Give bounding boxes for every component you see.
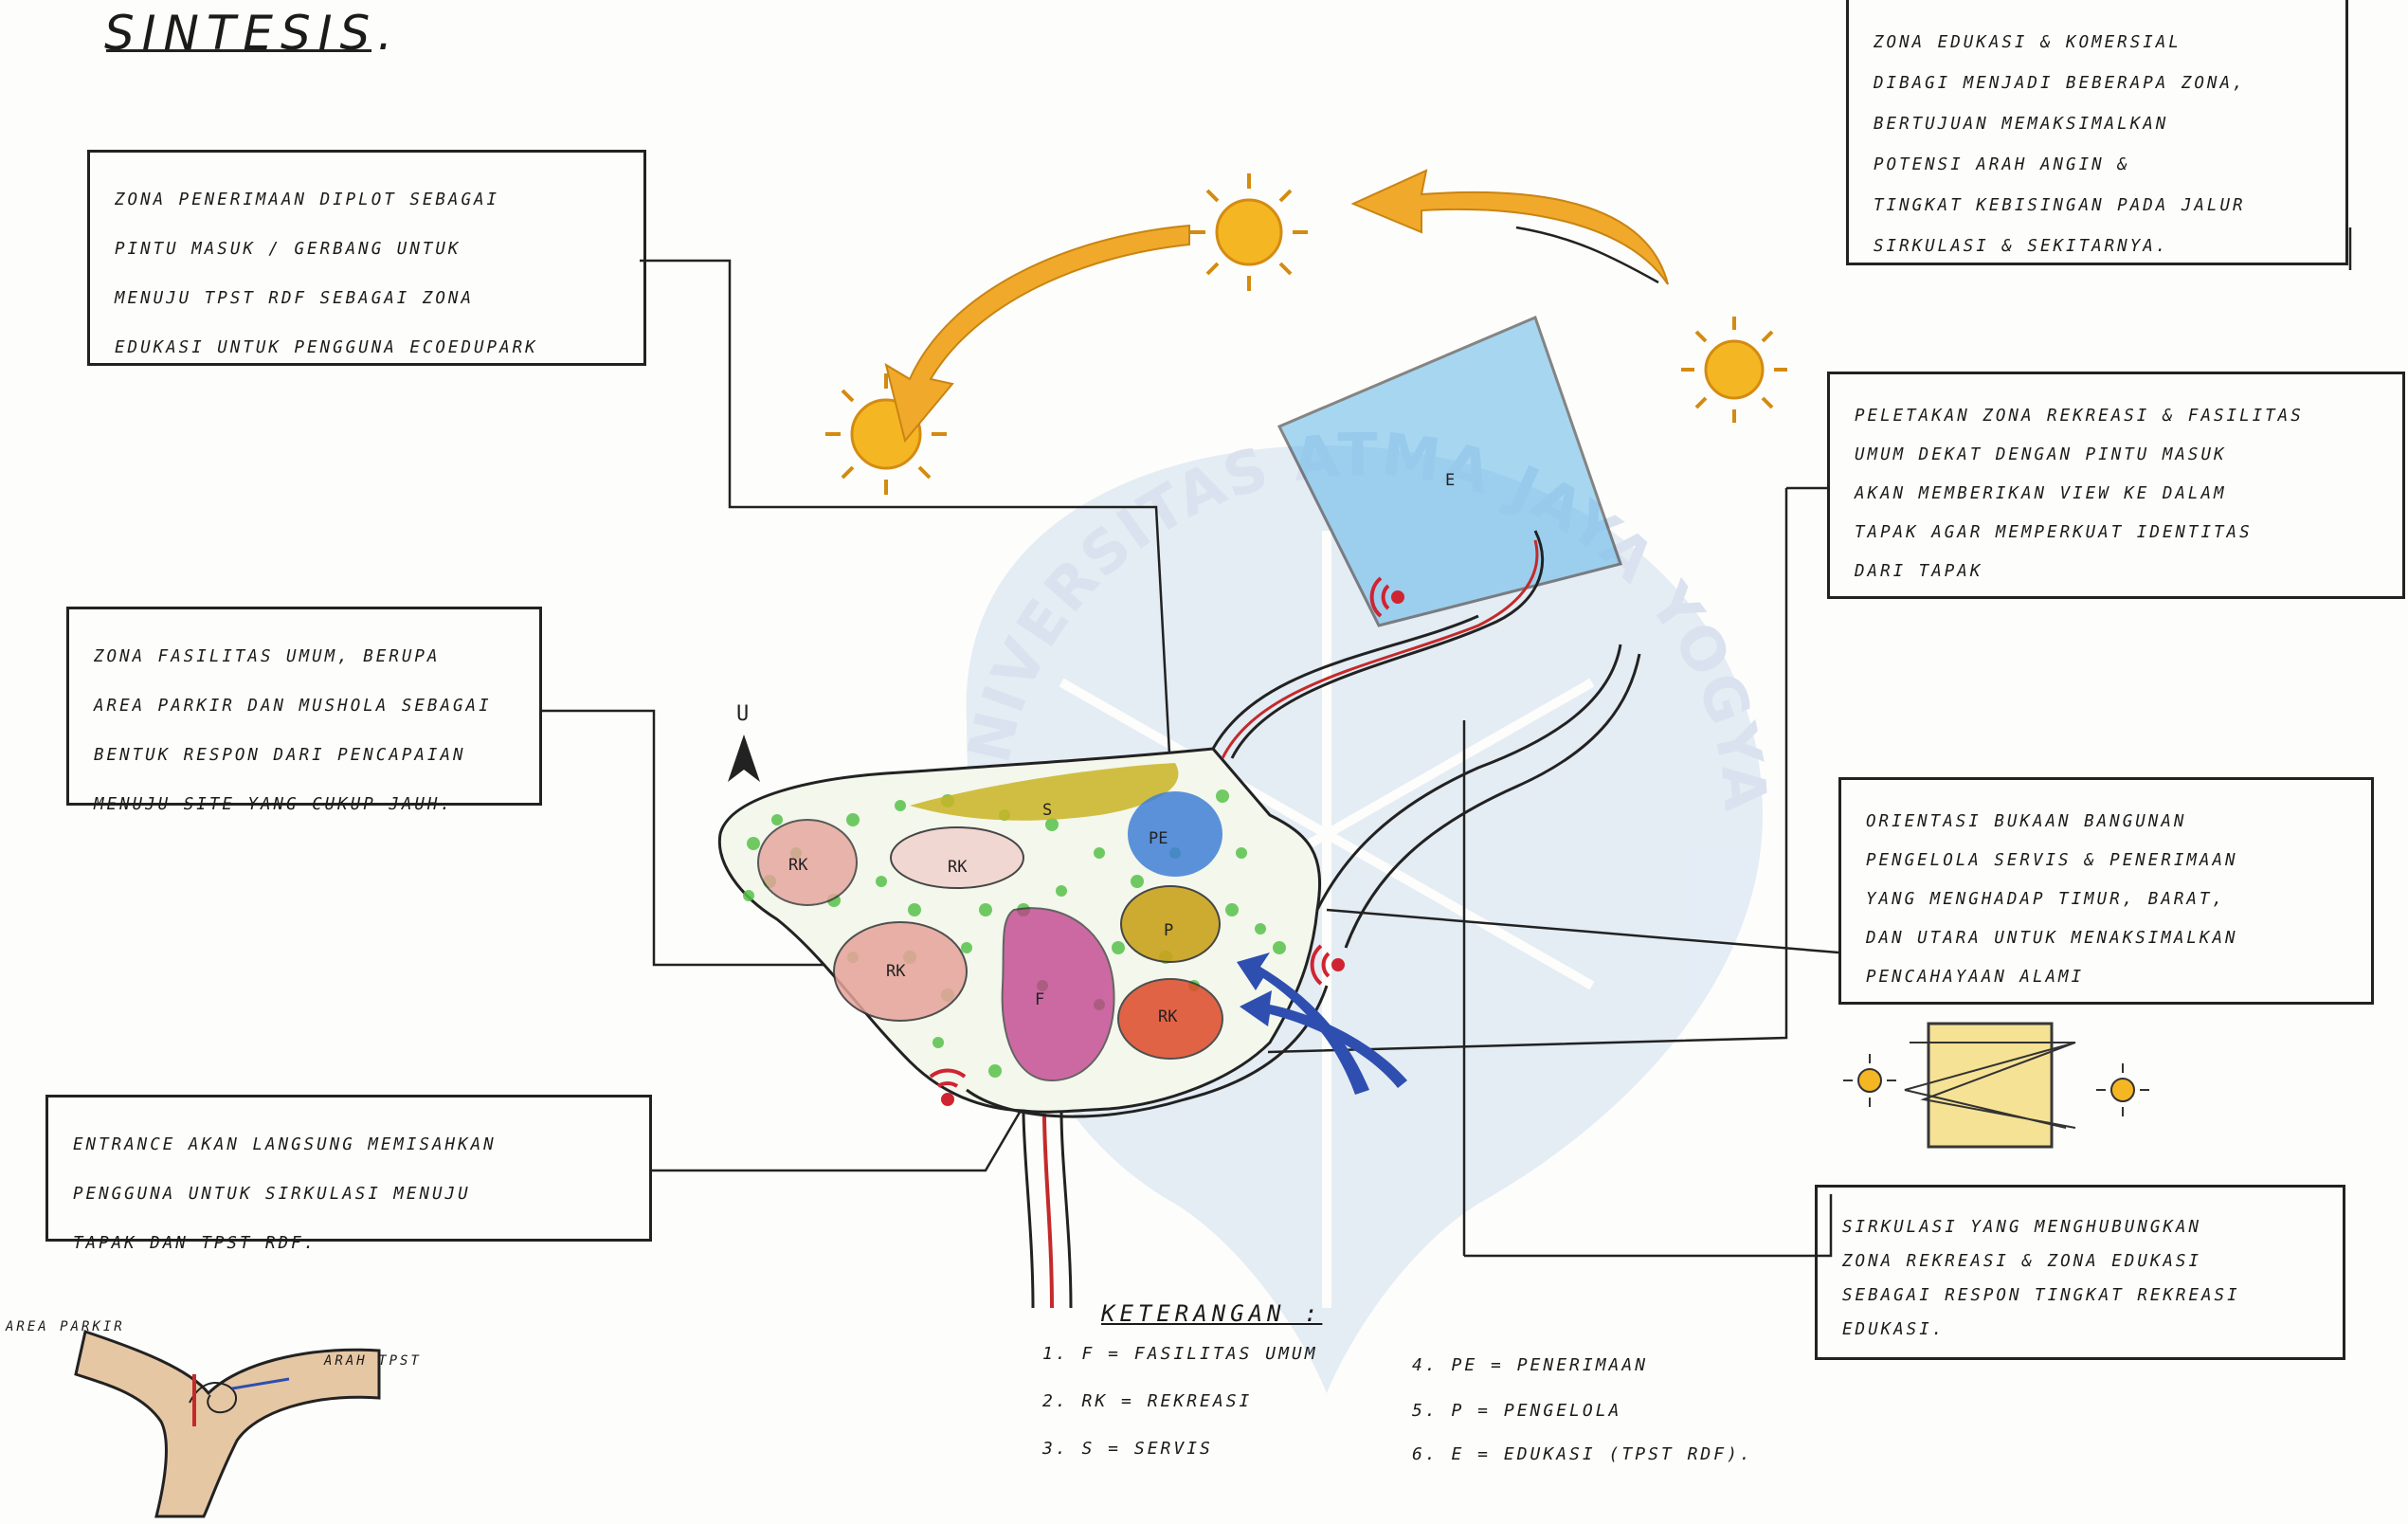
note-placement: PELETAKAN ZONA REKREASI & FASILITAS UMUM… bbox=[1827, 372, 2405, 599]
sun-path-arrow-left bbox=[884, 224, 1190, 444]
zone-label-rk2: RK bbox=[948, 858, 968, 877]
sun-small-left-icon bbox=[1843, 1054, 1896, 1107]
legend-item: 4. PE = PENERIMAAN bbox=[1412, 1355, 1649, 1375]
zone-f bbox=[1001, 907, 1115, 1082]
legend-item: 1. F = FASILITAS UMUM bbox=[1042, 1344, 1318, 1364]
zone-label-pe: PE bbox=[1149, 829, 1168, 848]
noise-icon bbox=[1369, 576, 1404, 618]
zone-label-p: P bbox=[1164, 921, 1173, 940]
entrance-red-line bbox=[1042, 1113, 1054, 1309]
legend-item: 2. RK = REKREASI bbox=[1042, 1391, 1253, 1411]
sun-path-arrow-right bbox=[1350, 169, 1669, 285]
sun-arc-group bbox=[825, 169, 1787, 495]
sun-morning-icon bbox=[1681, 317, 1787, 423]
zone-rk4 bbox=[1117, 978, 1223, 1060]
road-red-line bbox=[1221, 539, 1539, 759]
zone-rk1 bbox=[757, 819, 858, 906]
legend-item: 3. S = SERVIS bbox=[1042, 1439, 1213, 1459]
parking-area-label: AREA PARKIR bbox=[6, 1319, 125, 1334]
note-entrance-text: ENTRANCE AKAN LANGSUNG MEMISAHKAN PENGGU… bbox=[73, 1135, 497, 1253]
zone-s bbox=[910, 763, 1179, 821]
note-facilities: ZONA FASILITAS UMUM, BERUPA AREA PARKIR … bbox=[66, 607, 542, 814]
zone-label-rk4: RK bbox=[1158, 1007, 1178, 1026]
zone-label-rk3: RK bbox=[886, 962, 906, 981]
noise-icon bbox=[1310, 944, 1345, 986]
north-arrow-icon bbox=[728, 735, 760, 782]
zone-rk2 bbox=[890, 826, 1024, 889]
zone-label-f: F bbox=[1035, 990, 1044, 1009]
sun-noon-icon bbox=[1190, 173, 1308, 291]
note-orientation: ORIENTASI BUKAAN BANGUNAN PENGELOLA SERV… bbox=[1838, 777, 2374, 1005]
zone-label-rk1: RK bbox=[788, 856, 808, 875]
note-orientation-text: ORIENTASI BUKAAN BANGUNAN PENGELOLA SERV… bbox=[1866, 812, 2238, 987]
road bbox=[1211, 530, 1545, 759]
parking-sketch bbox=[74, 1330, 381, 1518]
note-commercial: ZONA EDUKASI & KOMERSIAL DIBAGI MENJADI … bbox=[1846, 0, 2348, 265]
zone-e bbox=[1276, 315, 1622, 627]
east-road bbox=[1315, 644, 1641, 949]
zone-pe bbox=[1128, 791, 1222, 877]
legend-item: 5. P = PENGELOLA bbox=[1412, 1401, 1622, 1421]
note-circulation: SIRKULASI YANG MENGHUBUNGKAN ZONA REKREA… bbox=[1815, 1185, 2345, 1360]
orientation-sketch bbox=[1843, 1022, 2149, 1149]
sun-small-right-icon bbox=[2096, 1063, 2149, 1116]
zone-label-s: S bbox=[1042, 801, 1052, 820]
note-reception-text: ZONA PENERIMAAN DIPLOT SEBAGAI PINTU MAS… bbox=[115, 190, 538, 357]
note-commercial-text: ZONA EDUKASI & KOMERSIAL DIBAGI MENJADI … bbox=[1874, 33, 2246, 256]
zone-p bbox=[1120, 885, 1221, 963]
zone-label-e: E bbox=[1445, 471, 1455, 490]
legend-item: 6. E = EDUKASI (TPST RDF). bbox=[1412, 1444, 1753, 1464]
title-underline bbox=[106, 49, 371, 52]
entrance-road bbox=[1022, 1110, 1073, 1309]
site-plan: RK RK RK S PE P F RK E bbox=[717, 315, 1641, 1309]
note-circulation-text: SIRKULASI YANG MENGHUBUNGKAN ZONA REKREA… bbox=[1842, 1218, 2240, 1339]
legend-title: KETERANGAN : bbox=[1101, 1300, 1323, 1327]
zone-rk3 bbox=[833, 921, 968, 1022]
note-placement-text: PELETAKAN ZONA REKREASI & FASILITAS UMUM… bbox=[1855, 407, 2304, 581]
note-reception: ZONA PENERIMAAN DIPLOT SEBAGAI PINTU MAS… bbox=[87, 150, 646, 366]
direction-tpst-label: ARAH TPST bbox=[324, 1353, 422, 1369]
circulation-loop bbox=[966, 985, 1329, 1118]
north-label: U bbox=[736, 702, 749, 726]
noise-icon bbox=[929, 1068, 967, 1106]
wind-arrow-1 bbox=[1237, 952, 1369, 1095]
wind-arrow-2 bbox=[1240, 990, 1407, 1088]
note-facilities-text: ZONA FASILITAS UMUM, BERUPA AREA PARKIR … bbox=[94, 647, 492, 814]
note-entrance: ENTRANCE AKAN LANGSUNG MEMISAHKAN PENGGU… bbox=[45, 1095, 652, 1253]
